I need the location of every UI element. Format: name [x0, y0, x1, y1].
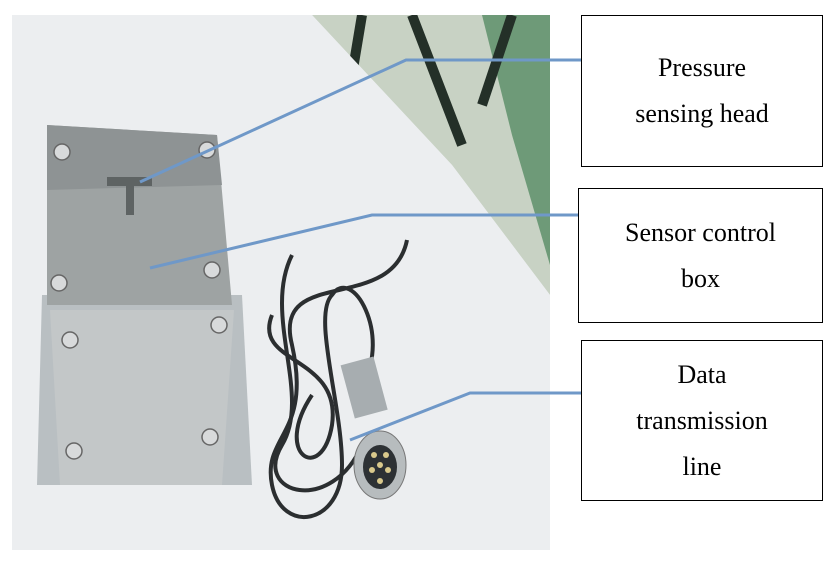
label-text: Sensor control box — [625, 217, 776, 293]
pressure-sensing-head — [107, 177, 152, 186]
data-transmission-cable — [267, 239, 409, 519]
label-data-transmission-line: Data transmission line — [581, 340, 823, 501]
label-text: Pressure sensing head — [635, 53, 769, 128]
label-text: Data transmission line — [636, 359, 768, 481]
label-pressure-sensing-head: Pressure sensing head — [581, 15, 823, 167]
label-sensor-control-box: Sensor control box — [578, 188, 823, 323]
sensor-device-photo — [12, 15, 550, 550]
